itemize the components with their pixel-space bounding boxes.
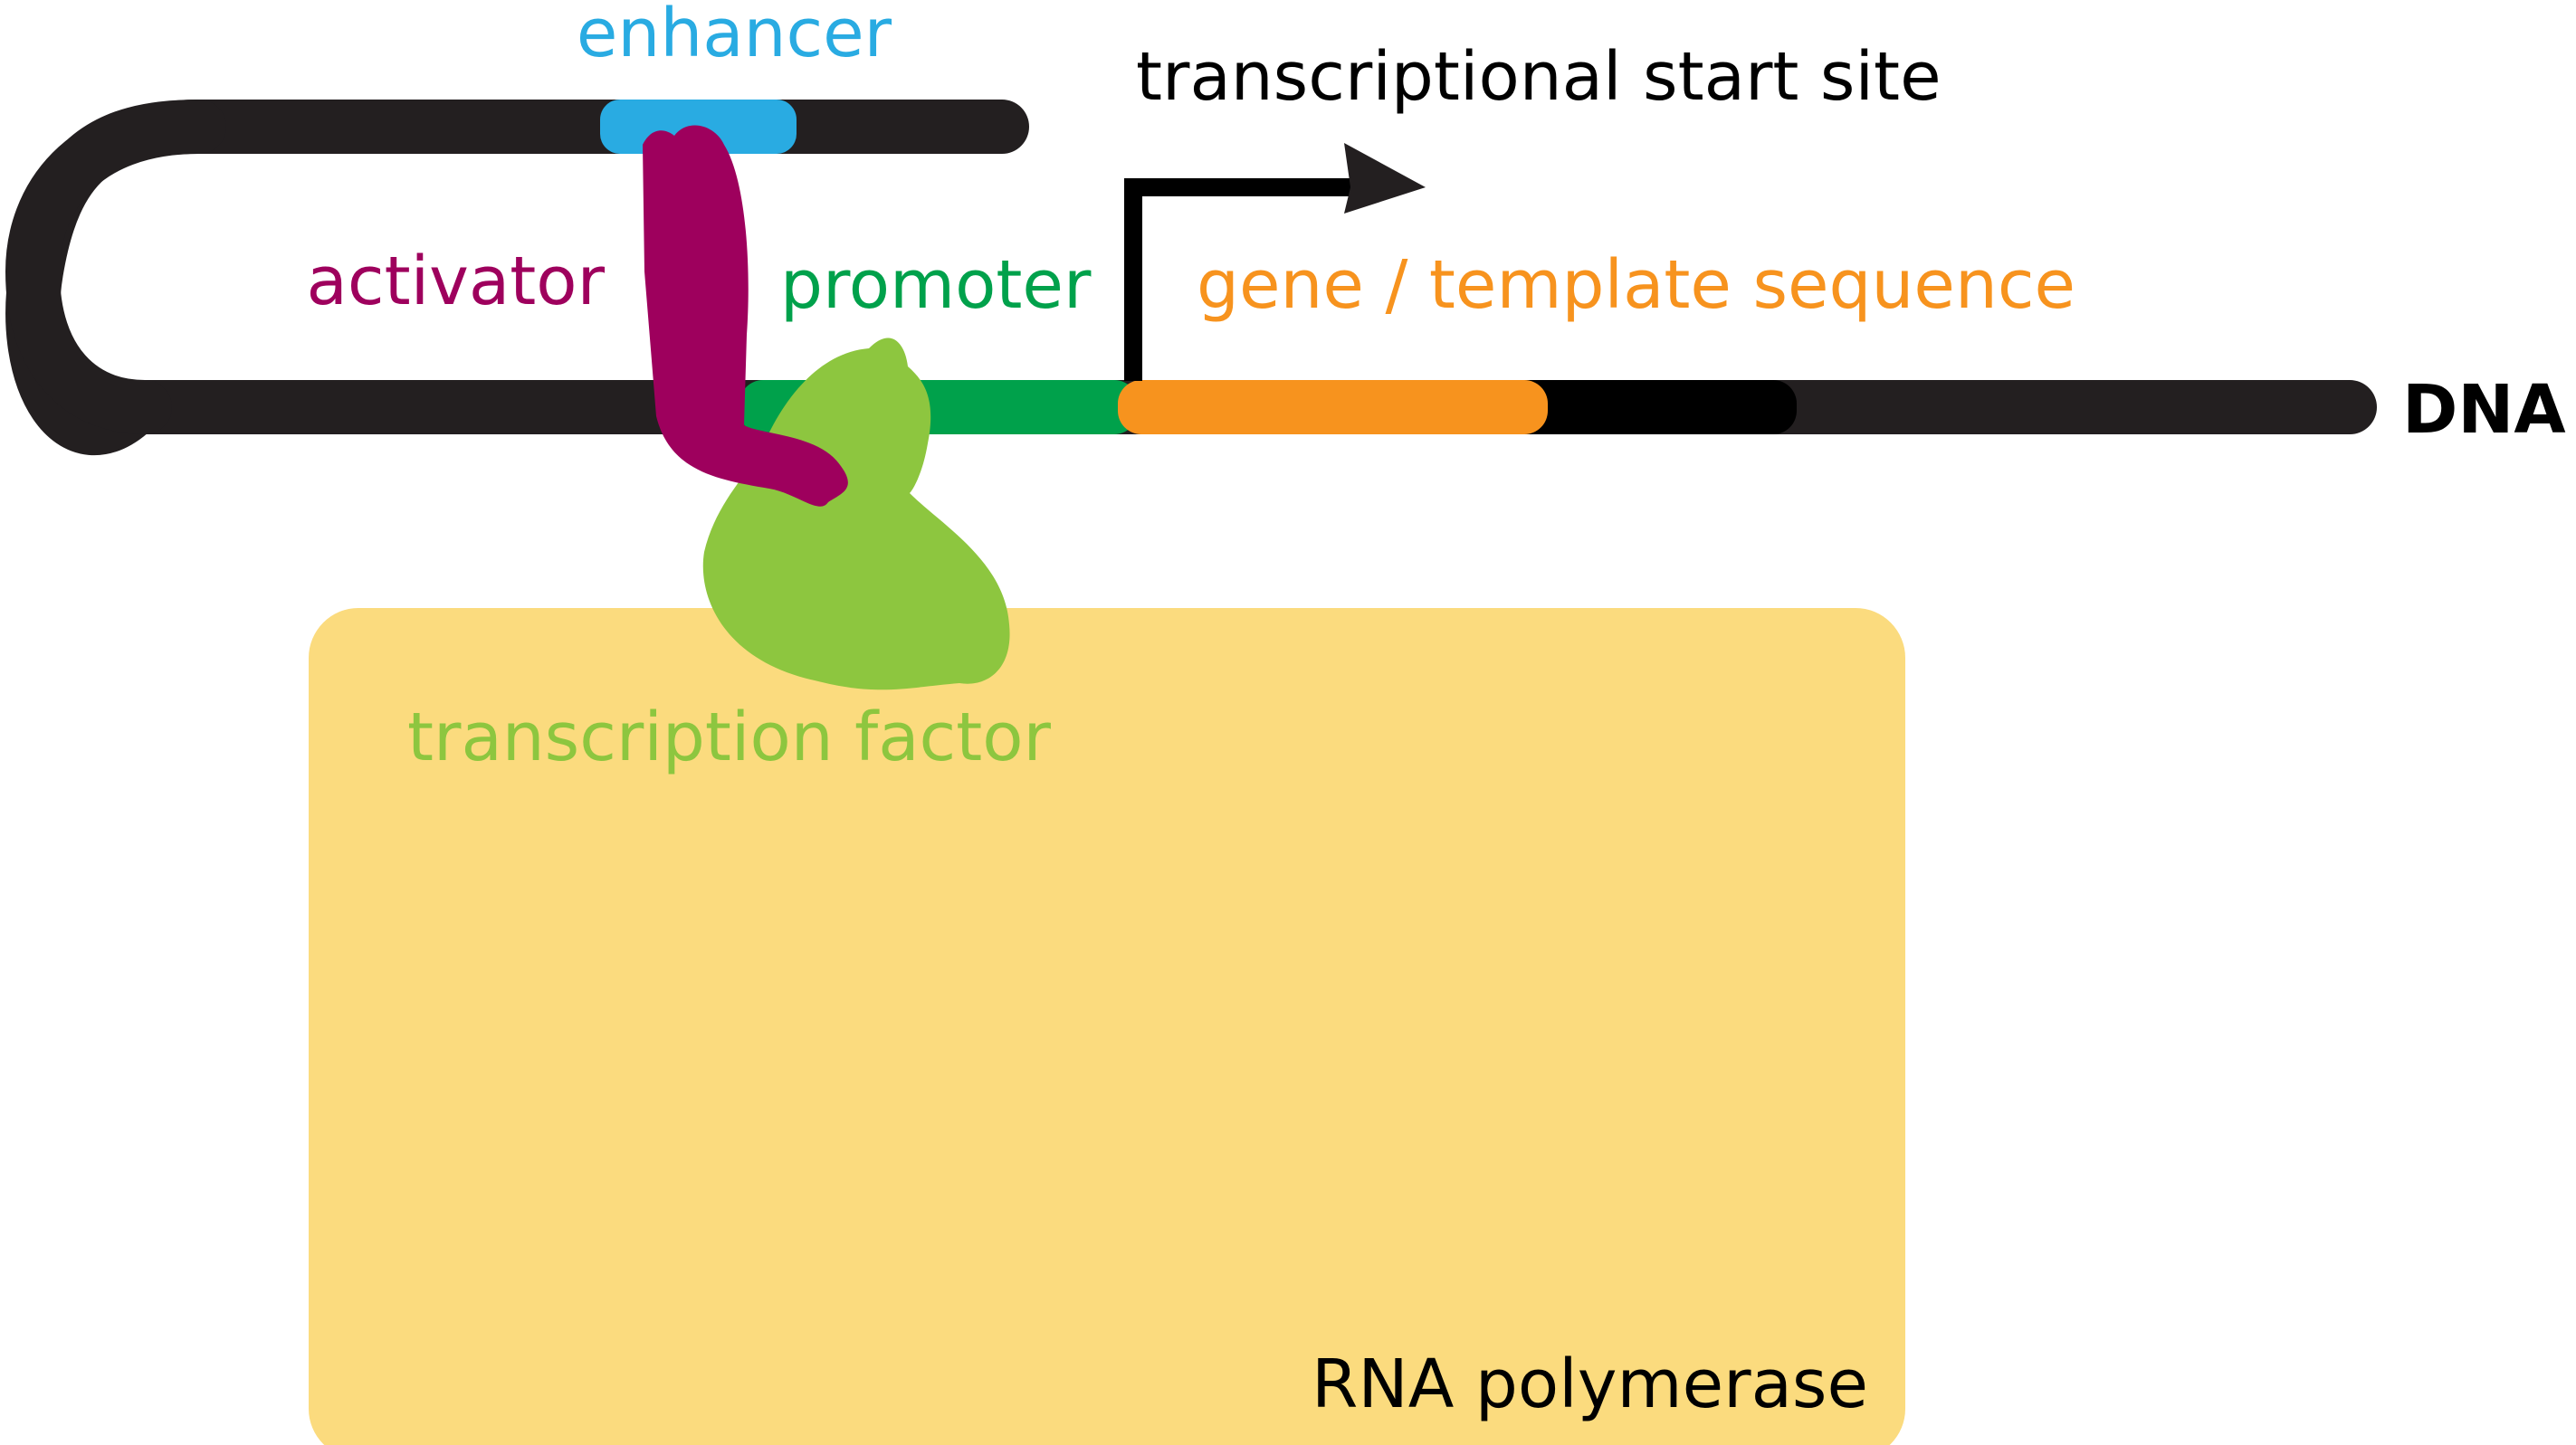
dna-loop-curve <box>5 100 226 434</box>
start-site-arrowhead <box>1344 143 1426 214</box>
start-site-label: transcriptional start site <box>1136 38 1942 116</box>
activator-shape <box>643 125 848 507</box>
rna-polymerase-label: RNA polymerase <box>1312 1345 1868 1423</box>
gene-segment <box>1118 380 1548 434</box>
gene-label: gene / template sequence <box>1197 246 2075 324</box>
enhancer-label: enhancer <box>577 0 892 72</box>
activator-label: activator <box>307 242 606 320</box>
rna-polymerase-shape <box>309 608 1905 1445</box>
dna-label: DNA <box>2402 371 2566 449</box>
transcription-factor-shape <box>702 337 1010 690</box>
start-site-arrow-line <box>1124 178 1353 381</box>
promoter-label: promoter <box>780 246 1092 324</box>
downstream-segment <box>1503 380 1797 434</box>
transcription-factor-label: transcription factor <box>407 699 1052 776</box>
